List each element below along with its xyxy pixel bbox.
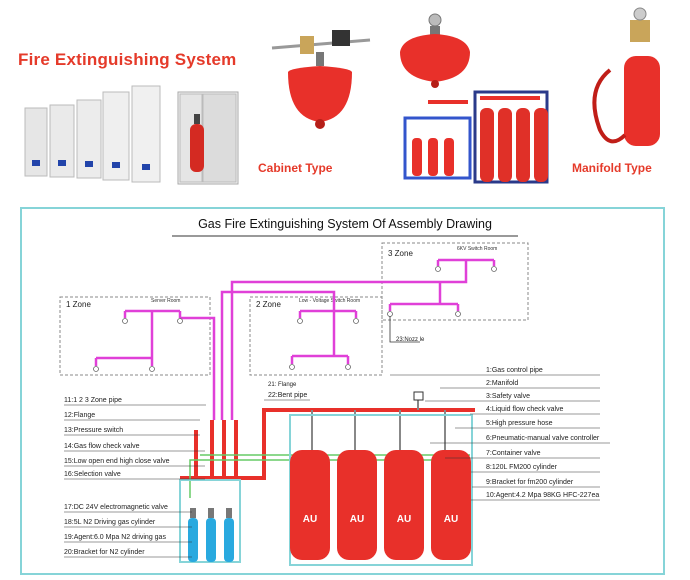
svg-text:5:High pressure hose: 5:High pressure hose — [486, 420, 553, 427]
manifold-drops — [311, 396, 446, 450]
suspended-extinguisher-2-image — [400, 13, 470, 88]
svg-text:13:Pressure switch: 13:Pressure switch — [64, 427, 123, 434]
svg-text:AU: AU — [397, 514, 411, 525]
safety-valve — [413, 391, 424, 401]
main-pipes — [180, 408, 475, 480]
svg-text:3:Safety valve: 3:Safety valve — [486, 393, 530, 400]
nozzle-label: 23:Nozz le — [396, 337, 425, 343]
svg-text:4:Liquid flow check valve: 4:Liquid flow check valve — [486, 406, 564, 413]
nozzles — [93, 266, 497, 372]
zone-3-room: 6KV Switch Room — [457, 246, 497, 252]
svg-text:8:120L FM200 cylinder: 8:120L FM200 cylinder — [486, 464, 558, 471]
svg-text:AU: AU — [444, 514, 458, 525]
svg-text:19:Agent:6.0 Mpa N2 driving ga: 19:Agent:6.0 Mpa N2 driving gas — [64, 534, 166, 541]
svg-text:2:Manifold: 2:Manifold — [486, 380, 518, 387]
open-cabinet-image — [177, 91, 239, 185]
svg-text:15:Low open end high close val: 15:Low open end high close valve — [64, 458, 170, 465]
svg-text:AU: AU — [350, 514, 364, 525]
right-leader-lines — [390, 374, 610, 501]
svg-text:17:DC 24V electromagnetic valv: 17:DC 24V electromagnetic valve — [64, 504, 168, 511]
flange-label: 21: Flange — [268, 382, 297, 388]
cabinet-caption: Cabinet Type — [258, 161, 333, 175]
svg-text:12:Flange: 12:Flange — [64, 412, 95, 419]
svg-text:20:Bracket for N2 cylinder: 20:Bracket for N2 cylinder — [64, 549, 145, 556]
svg-text:9:Bracket for fm200 cylinder: 9:Bracket for fm200 cylinder — [486, 479, 574, 486]
svg-text:1:Gas control pipe: 1:Gas control pipe — [486, 367, 543, 374]
fm200-cylinders: AU AU AU AU — [290, 450, 471, 560]
right-labels: 1:Gas control pipe 2:Manifold 3:Safety v… — [486, 367, 600, 499]
zone-1-room: Server Room — [151, 298, 180, 304]
zone-3-label: 3 Zone — [388, 249, 413, 258]
product-photos: AU Cabinet Type — [24, 7, 660, 185]
zone-2-room: Low - Voltage Switch Room — [299, 298, 360, 304]
zone-pipes — [94, 258, 496, 420]
svg-text:11:1 2 3 Zone pipe: 11:1 2 3 Zone pipe — [64, 397, 122, 404]
svg-text:16:Selection valve: 16:Selection valve — [64, 471, 121, 478]
manifold-rack-image — [403, 90, 549, 184]
left-leader-lines — [64, 404, 206, 558]
svg-text:7:Container valve: 7:Container valve — [486, 450, 541, 457]
cabinet-logo: AU — [144, 166, 149, 170]
manifold-cylinder-image — [592, 7, 660, 146]
n2-cylinders — [188, 508, 234, 562]
svg-text:14:Gas flow check valve: 14:Gas flow check valve — [64, 443, 140, 450]
diagram-title: Gas Fire Extinguishing System Of Assembl… — [198, 217, 492, 231]
bent-pipe-label: 22:Bent pipe — [268, 392, 307, 399]
svg-text:18:5L N2 Driving gas cylinder: 18:5L N2 Driving gas cylinder — [64, 519, 156, 526]
cabinet-group-image: AU — [24, 85, 161, 183]
svg-text:AU: AU — [303, 514, 317, 525]
zone-2-label: 2 Zone — [256, 300, 281, 309]
page-title: Fire Extinguishing System — [18, 50, 237, 69]
svg-text:10:Agent:4.2 Mpa 98KG HFC-227e: 10:Agent:4.2 Mpa 98KG HFC-227ea — [486, 492, 599, 499]
manifold-caption: Manifold Type — [572, 161, 652, 175]
left-labels: 11:1 2 3 Zone pipe 12:Flange 13:Pressure… — [64, 397, 170, 556]
suspended-extinguisher-image — [271, 30, 371, 129]
zone-1-label: 1 Zone — [66, 300, 91, 309]
svg-text:6:Pneumatic-manual valve contr: 6:Pneumatic-manual valve controller — [486, 435, 600, 442]
